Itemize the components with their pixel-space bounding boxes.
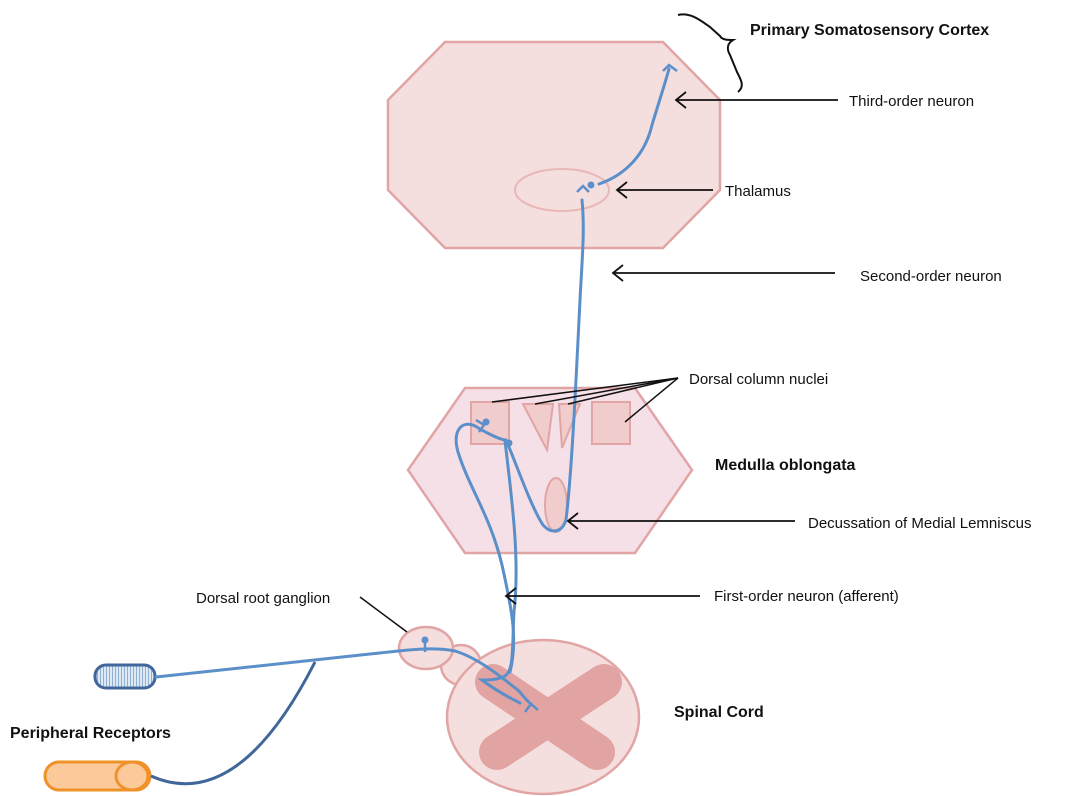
decussation-label: Decussation of Medial Lemniscus: [808, 515, 1031, 532]
spinal-cord-label: Spinal Cord: [674, 704, 764, 721]
peripheral-receptors-label: Peripheral Receptors: [10, 725, 171, 742]
third-order-label: Third-order neuron: [849, 93, 974, 110]
medulla-label: Medulla oblongata: [715, 457, 856, 474]
thalamus-synapse-dot: [588, 182, 595, 189]
dorsal-root-ganglion-label: Dorsal root ganglion: [196, 590, 330, 607]
dorsal-nucleus-left-box: [471, 402, 509, 444]
second-order-label: Second-order neuron: [860, 268, 1002, 285]
orange-receptor: [45, 762, 150, 790]
thalamus-label: Thalamus: [725, 183, 791, 200]
dorsal-nucleus-right-box: [592, 402, 630, 444]
arrow-first-order: [506, 588, 700, 604]
medulla-axon-dot: [506, 440, 513, 447]
first-order-label: First-order neuron (afferent): [714, 588, 899, 605]
medulla-synapse-dot: [483, 419, 490, 426]
arrow-second-order: [613, 265, 835, 281]
dark-peripheral-fiber: [151, 662, 315, 784]
dorsal-root-ganglion-pointer: [360, 597, 407, 632]
dorsal-column-nuclei-label: Dorsal column nuclei: [689, 371, 828, 388]
cortex-shape: [388, 42, 720, 248]
cortex-label: Primary Somatosensory Cortex: [750, 22, 989, 39]
striped-receptor: [95, 665, 155, 688]
